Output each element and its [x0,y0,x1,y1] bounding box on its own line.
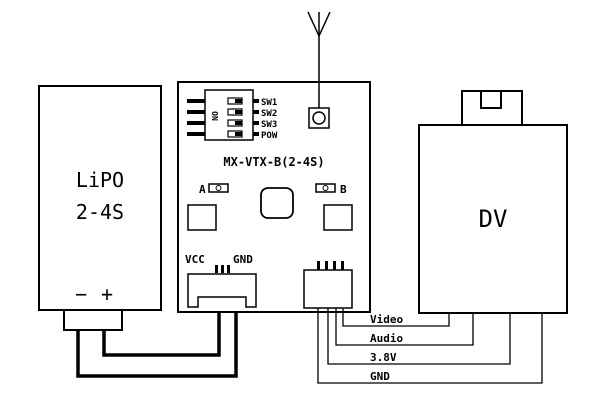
button-left [187,204,217,231]
dv-recorder: DV [418,90,568,314]
power-pin [215,265,218,273]
battery-connector [63,309,123,331]
dip-switch: ON SW1 SW2 SW3 POW [187,89,278,141]
power-pin [221,265,224,273]
dip-knob [235,121,242,125]
power-connector [187,273,257,308]
module-title: MX-VTX-B(2-4S) [223,155,324,169]
dip-pin-left [187,121,205,125]
signal-connector [303,269,353,309]
power-wires [76,308,238,378]
signal-pin [317,261,320,270]
led-a [208,183,229,193]
dip-on-label: ON [210,111,219,121]
led-b [315,183,336,193]
led-a-dot [215,185,222,191]
gnd-label: GND [233,253,253,266]
switch-label-sw2: SW2 [261,109,277,119]
dv-body [418,124,568,314]
battery-plus-label: + [101,282,113,306]
antenna-arm-right [318,11,331,37]
wire-label-audio: Audio [370,332,403,345]
wire-video [342,308,450,327]
wire-audio [335,308,474,346]
wire-gnd [317,308,543,384]
antenna-connector [308,107,330,129]
wire-label-video: Video [370,313,403,326]
power-pin [227,265,230,273]
dip-pin-right [253,110,259,114]
dip-pin-right [253,132,259,136]
signal-pin [325,261,328,270]
led-b-label: B [340,183,347,196]
dip-pin-left [187,110,205,114]
power-wire-negative [76,308,238,378]
switch-label-sw3: SW3 [261,120,277,130]
power-wire-positive [102,308,221,357]
wire-label-gnd: GND [370,370,390,383]
battery-cells: 2-4S [76,200,124,224]
signal-pin [341,261,344,270]
led-a-label: A [199,183,206,196]
dip-knob [235,110,242,114]
antenna-icon [307,11,331,129]
button-right [323,204,353,231]
dv-name: DV [479,205,508,233]
vtx-module: ON SW1 SW2 SW3 POW [177,11,371,313]
battery-body [38,85,162,311]
vcc-label: VCC [185,253,205,266]
dip-pin-right [253,121,259,125]
dip-pin-right [253,99,259,103]
dip-pin-left [187,99,205,103]
wire-3v8 [327,308,511,365]
signal-pin [333,261,336,270]
battery-name: LiPO [76,168,124,192]
dip-knob [235,99,242,103]
switch-label-sw1: SW1 [261,98,277,108]
dip-pin-left [187,132,205,136]
center-chip [260,187,294,219]
led-b-dot [322,185,329,191]
signal-wires [317,308,543,384]
dv-top-port [480,90,502,109]
lipo-battery: LiPO 2-4S − + [38,85,162,331]
dip-knob [235,132,242,136]
antenna-arm-left [307,11,320,37]
antenna-connector-ring [312,111,326,125]
wire-label-3v8: 3.8V [370,351,397,364]
switch-label-pow: POW [261,131,278,141]
battery-minus-label: − [75,282,87,306]
